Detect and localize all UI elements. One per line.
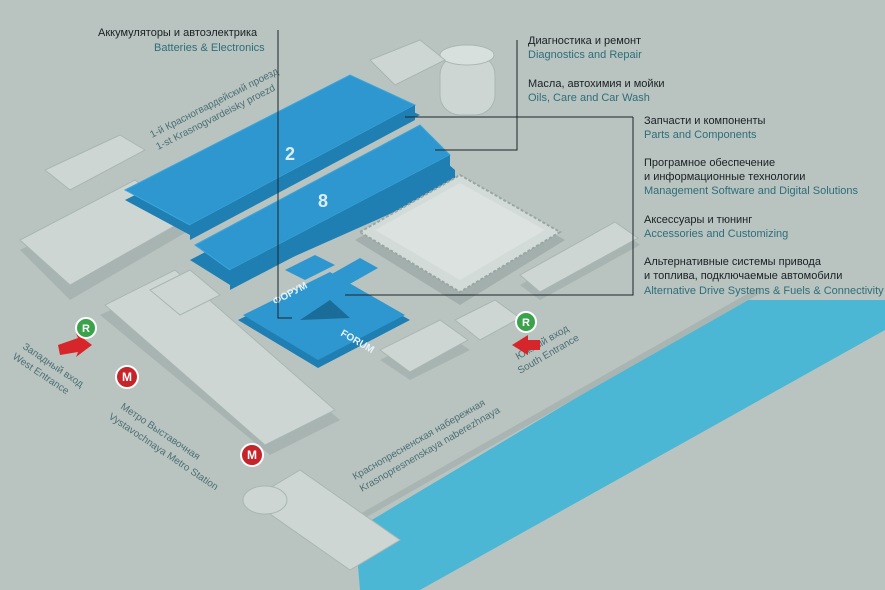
metro-marker-1: M [115,365,139,389]
metro-marker-2: M [240,443,264,467]
parking-marker-south: R [515,311,537,333]
svg-text:R: R [82,323,90,335]
west-concourse [100,269,340,455]
svg-text:M: M [122,370,132,384]
east-building [519,221,640,300]
legend-alternative-ru2: и топлива, подключаемые автомобили [644,270,842,282]
parking-marker-west: R [75,317,97,339]
pavilion-square [355,173,565,305]
metro-tunnel [242,469,401,571]
legend-diagnostics-en: Diagnostics and Repair [528,49,642,61]
legend-oils-en: Oils, Care and Car Wash [528,92,650,104]
west-entrance-arrow [58,333,92,357]
south-entrance-arrow [512,335,540,355]
legend-diagnostics-ru: Диагностика и ремонт [528,35,641,47]
legend-alternative-ru: Альтернативные системы привода [644,256,822,268]
hall-8-number: 8 [318,191,328,211]
forum-pavilion[interactable]: ФОРУМ FORUM [238,255,410,368]
legend-alternative-en: Alternative Drive Systems & Fuels & Conn… [644,285,884,297]
metro-station-label-en: Vystavochnaya Metro Station [106,411,220,493]
legend-batteries-ru: Аккумуляторы и автоэлектрика [98,27,258,39]
hall-2[interactable]: 2 [123,74,420,240]
legend-accessories-ru: Аксессуары и тюнинг [644,214,752,226]
legend-parts-ru: Запчасти и компоненты [644,115,766,127]
legend-oils-ru: Масла, автохимия и мойки [528,78,665,90]
embankment-road [318,287,762,543]
legend-batteries-en: Batteries & Electronics [154,42,265,54]
rotunda [369,39,496,116]
svg-text:M: M [247,448,257,462]
legend-accessories-en: Accessories and Customizing [644,228,788,240]
legend-software-ru2: и информационные технологии [644,171,805,183]
legend-parts-en: Parts and Components [644,129,757,141]
hall-8[interactable]: 8 [190,124,455,290]
river [355,300,885,590]
svg-text:R: R [522,317,530,329]
legend-software-ru: Програмное обеспечение [644,157,775,169]
legend: Аккумуляторы и автоэлектрика Batteries &… [98,27,884,297]
hall-2-number: 2 [285,144,295,164]
south-buildings [379,299,521,380]
leader-lines [277,30,634,319]
legend-software-en: Management Software and Digital Solution… [644,185,859,197]
